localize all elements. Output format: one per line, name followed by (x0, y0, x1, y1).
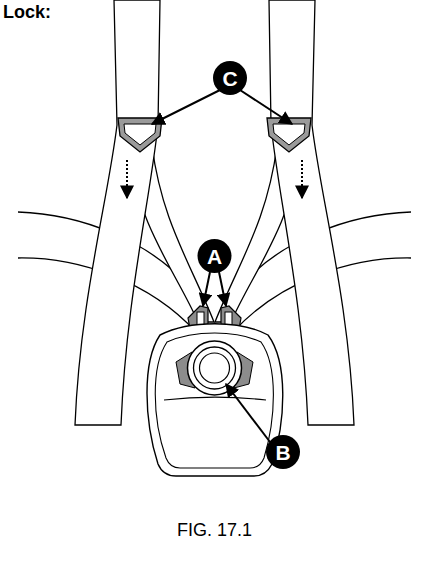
callout-letter: B (275, 442, 290, 463)
figure-caption: FIG. 17.1 (177, 520, 252, 541)
callout-letter: C (222, 68, 237, 89)
title: Lock: (3, 2, 51, 23)
callout-letter: A (207, 246, 222, 267)
